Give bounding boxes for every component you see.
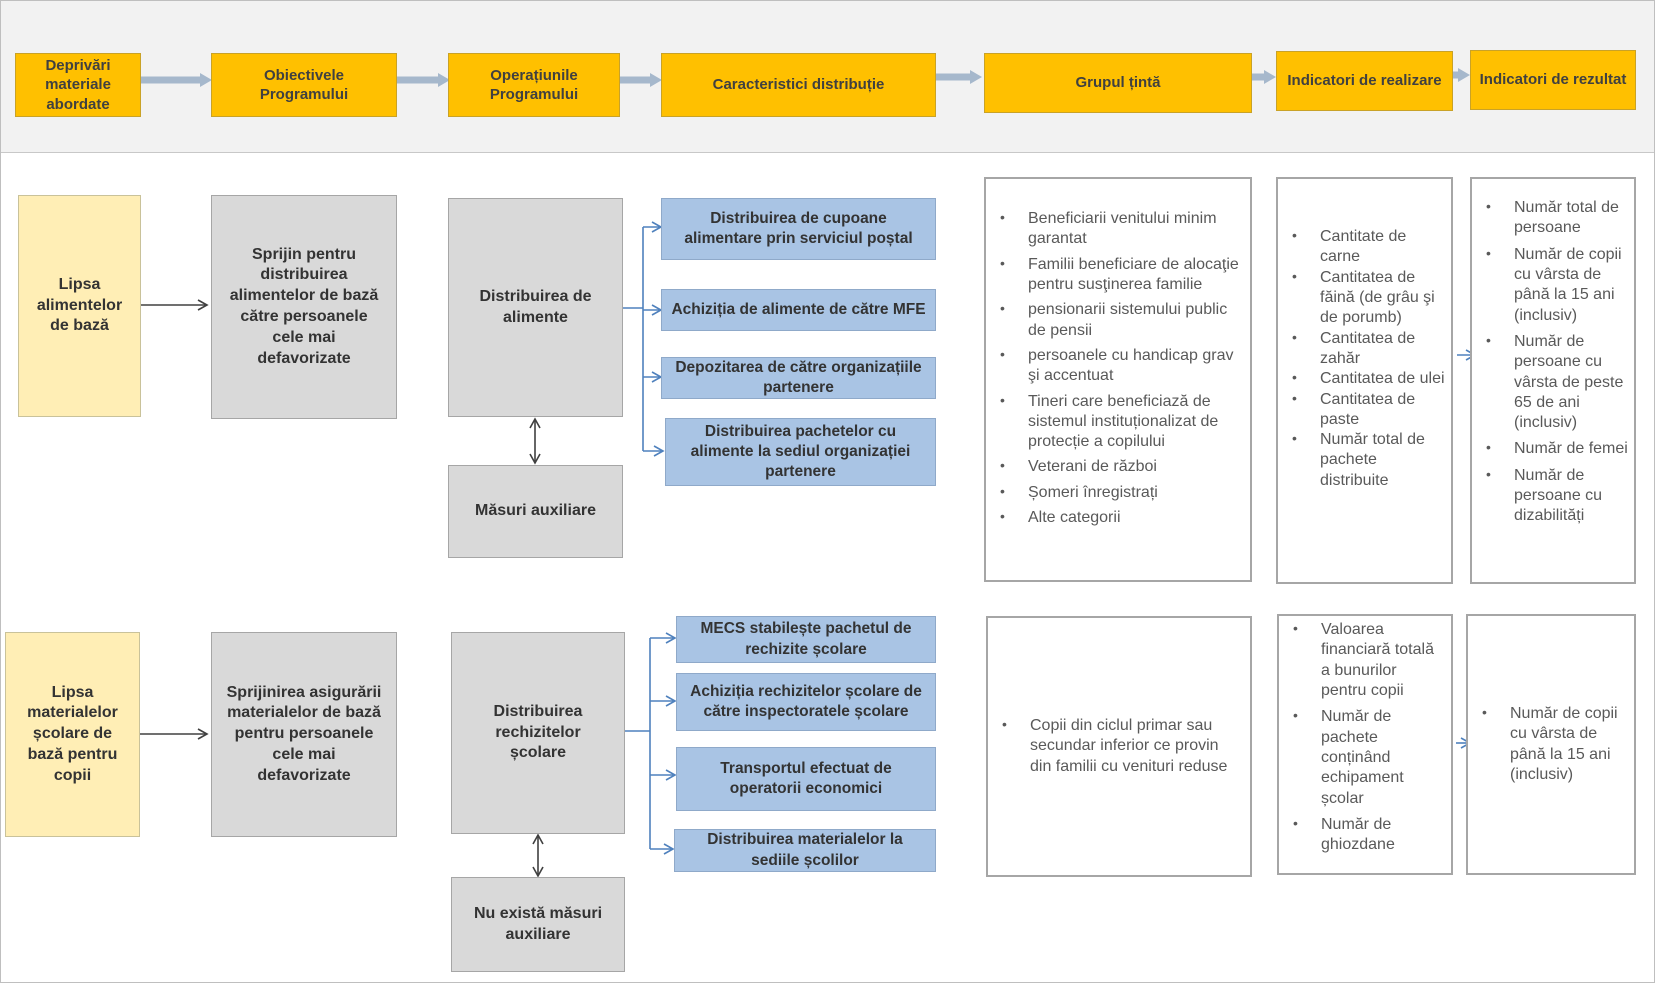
row2-distribution-item: Transportul efectuat de operatorii econo… [676,747,936,811]
row2-branch-arrows [625,632,677,855]
list-item: pensionarii sistemului public de pensii [986,300,1242,341]
list-item: Număr de femei [1472,439,1628,459]
list-item: Valoarea financiară totală a bunurilor p… [1279,620,1445,701]
list-item: Beneficiarii venitului minim garantat [986,209,1242,250]
list-item: Veterani de război [986,457,1242,477]
list-item: Număr de persoane cu vârsta de peste 65 … [1472,332,1628,434]
list-item: Număr total de pachete distribuite [1278,430,1445,491]
list-item: Cantitatea de zahăr [1278,329,1445,370]
row1-objective: Sprijin pentru distribuirea alimentelor … [211,195,397,419]
header-step-result-indicators: Indicatori de rezultat [1470,50,1636,110]
list-item: Număr de copii cu vârsta de până la 15 a… [1472,245,1628,326]
row2-distribution-item: Achiziția rechizitelor școlare de către … [676,673,936,731]
header-step-target-group: Grupul țintă [984,53,1252,113]
row2-output-indicators-panel: Valoarea financiară totală a bunurilor p… [1277,614,1453,875]
row2-distribution-item: MECS stabilește pachetul de rechizite șc… [676,616,936,663]
row1-distribution-item: Distribuirea de cupoane alimentare prin … [661,198,936,260]
list-item: Șomeri înregistrați [986,483,1242,503]
row2-target-group-list: Copii din ciclul primar sau secundar inf… [988,716,1242,777]
row1-result-indicators-list: Număr total de persoane Număr de copii c… [1472,198,1628,527]
row1-auxiliary: Măsuri auxiliare [448,465,623,558]
header-step-deprivations: Deprivări materiale abordate [15,53,141,117]
row2-objective: Sprijinirea asigurării materialelor de b… [211,632,397,837]
list-item: Cantitate de carne [1278,227,1445,268]
row1-distribution-item: Distribuirea pachetelor cu alimente la s… [665,418,936,486]
row2-output-indicators-list: Valoarea financiară totală a bunurilor p… [1279,620,1445,855]
row1-operation: Distribuirea de alimente [448,198,623,417]
list-item: Copii din ciclul primar sau secundar inf… [988,716,1242,777]
header-step-distribution: Caracteristici distribuție [661,53,936,117]
list-item: Număr de pachete conținând echipament șc… [1279,707,1445,809]
row2-auxiliary: Nu există măsuri auxiliare [451,877,625,972]
list-item: Număr de persoane cu dizabilități [1472,466,1628,527]
row2-result-indicators-list: Număr de copii cu vârsta de până la 15 a… [1468,704,1628,785]
row1-target-group-panel: Beneficiarii venitului minim garantat Fa… [984,177,1252,582]
row2-operation: Distribuirea rechizitelor școlare [451,632,625,834]
row1-target-group-list: Beneficiarii venitului minim garantat Fa… [986,209,1242,528]
list-item: Cantitatea de paste [1278,390,1445,431]
row2-target-group-panel: Copii din ciclul primar sau secundar inf… [986,616,1252,877]
list-item: Număr de copii cu vârsta de până la 15 a… [1468,704,1628,785]
list-item: Cantitatea de făină (de grâu şi de porum… [1278,268,1445,329]
row2-distribution-item: Distribuirea materialelor la sediile șco… [674,829,936,872]
row1-output-indicators-list: Cantitate de carne Cantitatea de făină (… [1278,227,1445,491]
row1-deprivation: Lipsa alimentelor de bază [18,195,141,417]
row1-result-indicators-panel: Număr total de persoane Număr de copii c… [1470,177,1636,584]
list-item: Număr de ghiozdane [1279,815,1445,856]
list-item: Alte categorii [986,508,1242,528]
header-step-output-indicators: Indicatori de realizare [1276,51,1453,111]
row2-result-indicators-panel: Număr de copii cu vârsta de până la 15 a… [1466,614,1636,875]
row1-distribution-item: Achiziția de alimente de către MFE [661,289,936,331]
list-item: persoanele cu handicap grav şi accentuat [986,346,1242,387]
row1-branch-arrows [622,221,665,457]
row2-deprivation: Lipsa materialelor școlare de bază pentr… [5,632,140,837]
header-flow-arrows [141,68,1470,87]
list-item: Cantitatea de ulei [1278,369,1445,389]
row1-output-indicators-panel: Cantitate de carne Cantitatea de făină (… [1276,177,1453,584]
list-item: Număr total de persoane [1472,198,1628,239]
list-item: Familii beneficiare de alocaţie pentru s… [986,255,1242,296]
header-step-objectives: Obiectivele Programului [211,53,397,117]
list-item: Tineri care beneficiază de sistemul inst… [986,392,1242,453]
row1-distribution-item: Depozitarea de către organizațiile parte… [661,357,936,399]
header-step-operations: Operațiunile Programului [448,53,620,117]
